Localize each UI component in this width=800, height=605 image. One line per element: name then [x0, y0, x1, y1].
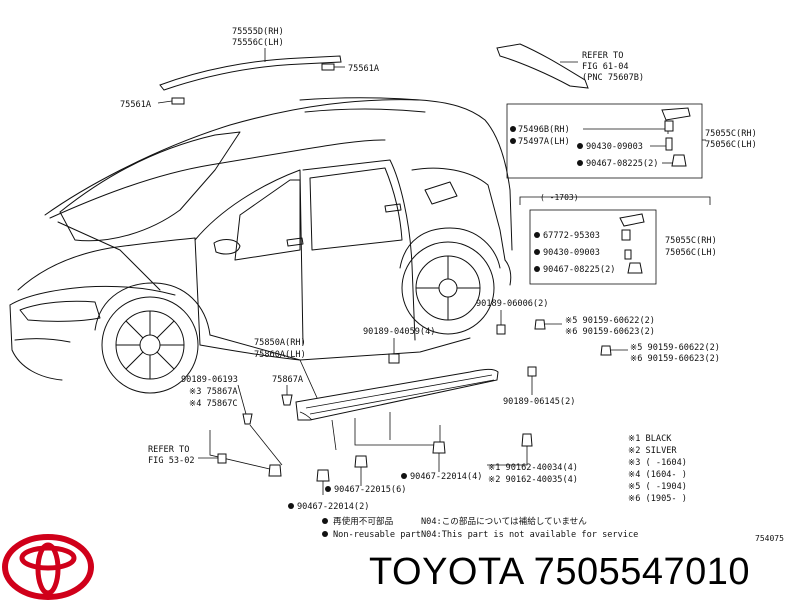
legend-6: ※6 (1905- ) [628, 494, 687, 504]
non-reusable-marker-icon [322, 518, 328, 524]
refer-61-line3: (PNC 75607B) [582, 73, 644, 83]
detail-box-upper: 75496B(RH) 75497A(LH) 90430-09003 90467-… [506, 103, 757, 179]
mid-g2: ※4 75867C [189, 399, 238, 409]
mid-a: 90189-06006(2) [476, 299, 548, 309]
refer-fig-53-02: REFER TO FIG 53-02 [148, 445, 227, 466]
mid-c1: ※5 90159-60622(2) [630, 343, 720, 353]
upper-right2: 75056C(LH) [705, 140, 757, 150]
lower-part-labels: ※1 90162-40034(4) ※2 90162-40035(4) 9046… [288, 463, 578, 512]
legend-5: ※5 ( -1904) [628, 482, 687, 492]
upper-right1: 75055C(RH) [705, 129, 757, 139]
upper-p1: 75496B(RH) [518, 125, 570, 135]
mid-f: 90189-06193 [181, 375, 238, 385]
note-en2: N04:This part is not available for servi… [421, 530, 638, 540]
note-jp2: N04:この部品については補給していません [421, 515, 587, 527]
car-illustration [9, 97, 513, 394]
detail-box-lower: 67772-95303 90430-09003 90467-08225(2) 7… [529, 209, 717, 285]
mid-b2: ※6 90159-60623(2) [565, 327, 655, 337]
legend-1: ※1 BLACK [628, 434, 672, 444]
lower-p3: 90467-08225(2) [543, 265, 615, 275]
mid-c2: ※6 90159-60623(2) [630, 354, 720, 364]
label-moulding-lh: 75556C(LH) [232, 38, 284, 48]
mid-g1: ※3 75867A [189, 387, 238, 397]
diagram-code: 754075 [755, 534, 784, 543]
label-moulding-rh: 75555D(RH) [232, 27, 284, 37]
label-clip-left: 75561A [120, 100, 152, 110]
rocker-moulding-part [209, 368, 499, 471]
toyota-logo [2, 534, 94, 600]
roof-moulding-part: 75555D(RH) 75556C(LH) 75561A 75561A [120, 27, 380, 110]
refer-53-line1: REFER TO [148, 445, 189, 455]
lower-right1: 75055C(RH) [665, 236, 717, 246]
note-jp1: 再使用不可部品 [333, 515, 393, 527]
lower-c: 90467-22015(6) [334, 485, 406, 495]
upper-p3: 90430-09003 [586, 142, 643, 152]
date-bracket: ( -1703) [519, 193, 711, 205]
legend: ※1 BLACK ※2 SILVER ※3 ( -1604) ※4 (1604-… [628, 434, 687, 504]
refer-61-line2: FIG 61-04 [582, 62, 629, 72]
mid-i: 90189-06145(2) [503, 397, 575, 407]
legend-3: ※3 ( -1604) [628, 458, 687, 468]
mid-h: 75867A [272, 375, 304, 385]
mid-d: 90189-04059(4) [363, 327, 435, 337]
notes: 再使用不可部品 Non-reusable part N04:この部品については補… [322, 515, 784, 543]
legend-4: ※4 (1604- ) [628, 470, 687, 480]
date-note: ( -1703) [540, 193, 579, 202]
lower-d: 90467-22014(2) [297, 502, 369, 512]
legend-2: ※2 SILVER [628, 446, 677, 456]
lower-p1: 67772-95303 [543, 231, 600, 241]
brand-part-number: TOYOTA 7505547010 [369, 551, 750, 593]
lower-a1: ※1 90162-40034(4) [488, 463, 578, 473]
refer-fig-61-04: REFER TO FIG 61-04 (PNC 75607B) [496, 43, 644, 89]
mid-e1: 75850A(RH) [254, 338, 306, 348]
lower-clips [268, 433, 533, 495]
lower-right2: 75056C(LH) [665, 248, 717, 258]
lower-p2: 90430-09003 [543, 248, 600, 258]
refer-53-line2: FIG 53-02 [148, 456, 195, 466]
refer-61-line1: REFER TO [582, 51, 623, 61]
lower-a2: ※2 90162-40035(4) [488, 475, 578, 485]
lower-b: 90467-22014(4) [410, 472, 482, 482]
upper-p4: 90467-08225(2) [586, 159, 658, 169]
label-clip-right: 75561A [348, 64, 380, 74]
upper-p2: 75497A(LH) [518, 137, 570, 147]
mid-b1: ※5 90159-60622(2) [565, 316, 655, 326]
mid-e2: 75860A(LH) [254, 350, 306, 360]
rocker-area-labels: 90189-06006(2) ※5 90159-60622(2) ※6 9015… [181, 299, 720, 425]
note-en1: Non-reusable part [333, 530, 421, 540]
